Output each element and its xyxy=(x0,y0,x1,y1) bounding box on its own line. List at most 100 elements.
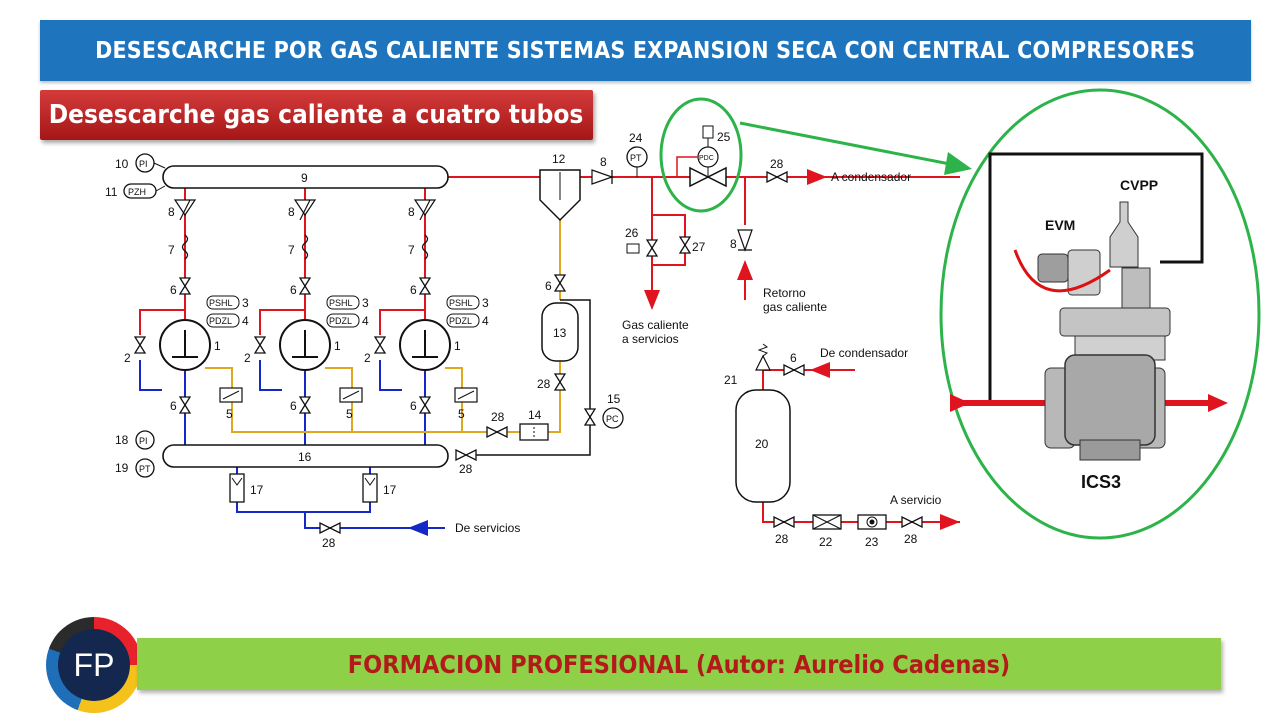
instrument-pzh-11 xyxy=(123,183,166,199)
label-14: 14 xyxy=(528,408,542,422)
label-26: 26 xyxy=(625,226,639,240)
label-8a: 8 xyxy=(168,205,175,219)
label-1b: 1 xyxy=(334,339,341,353)
oil-separator-12 xyxy=(539,169,581,222)
compressor-unit-1 xyxy=(134,199,243,414)
filter-17a xyxy=(229,473,245,503)
label-4c: 4 xyxy=(482,314,489,328)
label-28-oil: 28 xyxy=(537,377,551,391)
label-6b2: 6 xyxy=(290,399,297,413)
label-28-service: 28 xyxy=(904,532,918,546)
title-banner: DESESCARCHE POR GAS CALIENTE SISTEMAS EX… xyxy=(40,20,1251,81)
footer-text: FORMACION PROFESIONAL (Autor: Aurelio Ca… xyxy=(347,649,1011,679)
instrument-pt-19 xyxy=(135,458,155,478)
valve-28-liquid xyxy=(773,516,795,528)
label-3c: 3 xyxy=(482,296,489,310)
label-8b: 8 xyxy=(288,205,295,219)
fp-logo: FP xyxy=(46,617,142,713)
label-6a: 6 xyxy=(170,283,177,297)
label-hot-gas-1: Gas caliente xyxy=(622,318,689,332)
label-20: 20 xyxy=(755,437,769,451)
label-13: 13 xyxy=(553,326,567,340)
label-15: 15 xyxy=(607,392,621,406)
label-17b: 17 xyxy=(383,483,397,497)
label-17a: 17 xyxy=(250,483,264,497)
label-6c2: 6 xyxy=(410,399,417,413)
discharge-header xyxy=(162,165,449,189)
label-7b: 7 xyxy=(288,243,295,257)
ics3-valve-illustration xyxy=(950,152,1228,461)
label-from-services: De servicios xyxy=(455,521,520,535)
valve-28-condenser xyxy=(766,171,788,183)
tag-pt-24: PT xyxy=(630,153,642,163)
valve-6-condenser xyxy=(783,364,805,376)
label-6c: 6 xyxy=(410,283,417,297)
valve-28-oil xyxy=(554,373,566,391)
tag-pdzl-a: PDZL xyxy=(209,316,232,326)
label-2b: 2 xyxy=(244,351,251,365)
relief-valve-21 xyxy=(755,343,771,371)
tag-pt-19: PT xyxy=(139,464,151,474)
label-6a2: 6 xyxy=(170,399,177,413)
suction-header xyxy=(162,444,449,468)
valve-28-service xyxy=(901,516,923,528)
label-4a: 4 xyxy=(242,314,249,328)
valve-28-bypass xyxy=(455,449,477,461)
valve-26 xyxy=(646,238,658,258)
sight-glass-23 xyxy=(857,514,887,530)
valve-27 xyxy=(679,236,691,254)
compressor-unit-3 xyxy=(374,199,480,414)
label-28-oilline: 28 xyxy=(491,410,505,424)
instrument-pt-24 xyxy=(626,146,648,177)
check-valve-8-main xyxy=(591,169,614,185)
solenoid-26 xyxy=(626,243,640,254)
page-title: DESESCARCHE POR GAS CALIENTE SISTEMAS EX… xyxy=(95,37,1196,64)
tag-pshl-c: PSHL xyxy=(449,298,473,308)
valve-pc xyxy=(584,408,596,426)
label-from-condenser: De condensador xyxy=(820,346,908,360)
label-5a: 5 xyxy=(226,407,233,421)
label-cvpp: CVPP xyxy=(1120,177,1158,193)
label-19: 19 xyxy=(115,461,129,475)
suction-lines xyxy=(139,360,445,536)
fp-logo-text: FP xyxy=(73,646,115,683)
filter-17b xyxy=(362,473,378,503)
label-6b: 6 xyxy=(290,283,297,297)
label-evm: EVM xyxy=(1045,217,1075,233)
label-8-return: 8 xyxy=(730,237,737,251)
label-28-bypass: 28 xyxy=(459,462,473,476)
label-28-suction: 28 xyxy=(322,536,336,550)
filter-drier-22 xyxy=(812,514,842,530)
label-to-condenser: A condensador xyxy=(831,170,911,184)
oil-receiver-13 xyxy=(541,302,579,362)
label-2c: 2 xyxy=(364,351,371,365)
label-9: 9 xyxy=(301,171,308,185)
label-6-condenser: 6 xyxy=(790,351,797,365)
tag-pi-10: PI xyxy=(139,159,148,169)
tag-pzh-11: PZH xyxy=(128,187,146,197)
label-1c: 1 xyxy=(454,339,461,353)
tag-pdzl-b: PDZL xyxy=(329,316,352,326)
label-18: 18 xyxy=(115,433,129,447)
label-1a: 1 xyxy=(214,339,221,353)
main-valve-25 xyxy=(676,125,727,188)
footer-banner: FORMACION PROFESIONAL (Autor: Aurelio Ca… xyxy=(137,638,1221,690)
label-3a: 3 xyxy=(242,296,249,310)
subtitle-banner: Desescarche gas caliente a cuatro tubos xyxy=(40,90,593,140)
tag-pi-18: PI xyxy=(139,436,148,446)
label-3b: 3 xyxy=(362,296,369,310)
label-ics3: ICS3 xyxy=(1081,472,1121,492)
tag-pdzl-c: PDZL xyxy=(449,316,472,326)
label-28-condenser: 28 xyxy=(770,157,784,171)
label-to-service: A servicio xyxy=(890,493,942,507)
label-12: 12 xyxy=(552,152,566,166)
tag-pshl-a: PSHL xyxy=(209,298,233,308)
label-25: 25 xyxy=(717,130,731,144)
label-hot-gas-2: a servicios xyxy=(622,332,679,346)
tag-pc: PC xyxy=(606,414,619,424)
tag-pdc: PDC xyxy=(699,155,714,162)
liquid-receiver-20 xyxy=(735,389,791,503)
label-4b: 4 xyxy=(362,314,369,328)
highlight-arrow-line xyxy=(739,121,956,167)
